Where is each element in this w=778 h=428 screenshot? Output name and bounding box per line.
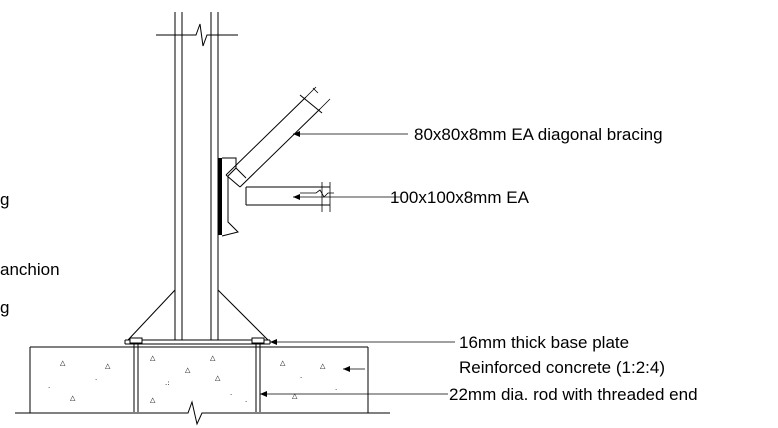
- svg-text:.: .: [245, 396, 247, 404]
- svg-text:△: △: [105, 362, 111, 370]
- svg-text:.: .: [48, 382, 50, 390]
- left-label-1: g: [0, 190, 9, 209]
- leader-lines: [260, 131, 455, 397]
- bracket-angle-block: [218, 157, 247, 237]
- stanchion-column: [156, 12, 238, 340]
- svg-text:△: △: [215, 374, 221, 382]
- svg-text:△: △: [60, 359, 66, 367]
- concrete-foundation: △ . △ △ △ .: △ △ △ . △ . △ △ . . △ .: [15, 346, 390, 426]
- label-angle-100: 100x100x8mm EA: [390, 188, 530, 207]
- svg-text:△: △: [185, 366, 191, 374]
- anchor-rods: [129, 337, 265, 412]
- svg-text:.:: .:: [165, 379, 170, 387]
- svg-text:.: .: [230, 389, 232, 397]
- left-label-3: g: [0, 298, 9, 317]
- svg-text:△: △: [292, 392, 298, 400]
- svg-text:.: .: [335, 384, 337, 392]
- break-symbol-top: [156, 23, 238, 47]
- svg-text:△: △: [150, 354, 156, 362]
- label-concrete: Reinforced concrete (1:2:4): [459, 358, 665, 377]
- svg-text:△: △: [150, 396, 156, 404]
- left-label-2: anchion: [0, 260, 60, 279]
- aggregate-marks: △ . △ △ △ .: △ △ △ . △ . △ △ . . △ .: [48, 354, 337, 404]
- svg-text:.: .: [300, 372, 302, 380]
- base-plate: [124, 339, 271, 345]
- label-base-plate: 16mm thick base plate: [459, 333, 629, 352]
- diagonal-bracing: [225, 86, 331, 188]
- svg-text:△: △: [70, 394, 76, 402]
- label-diagonal-bracing: 80x80x8mm EA diagonal bracing: [414, 125, 663, 144]
- angle-100x100: [245, 182, 334, 212]
- svg-text:△: △: [280, 359, 286, 367]
- svg-text:.: .: [95, 374, 97, 382]
- label-rod: 22mm dia. rod with threaded end: [449, 385, 698, 404]
- svg-text:△: △: [210, 354, 216, 362]
- weld-strip: [218, 158, 222, 235]
- svg-text:△: △: [320, 362, 326, 370]
- gusset-plates: [127, 289, 269, 341]
